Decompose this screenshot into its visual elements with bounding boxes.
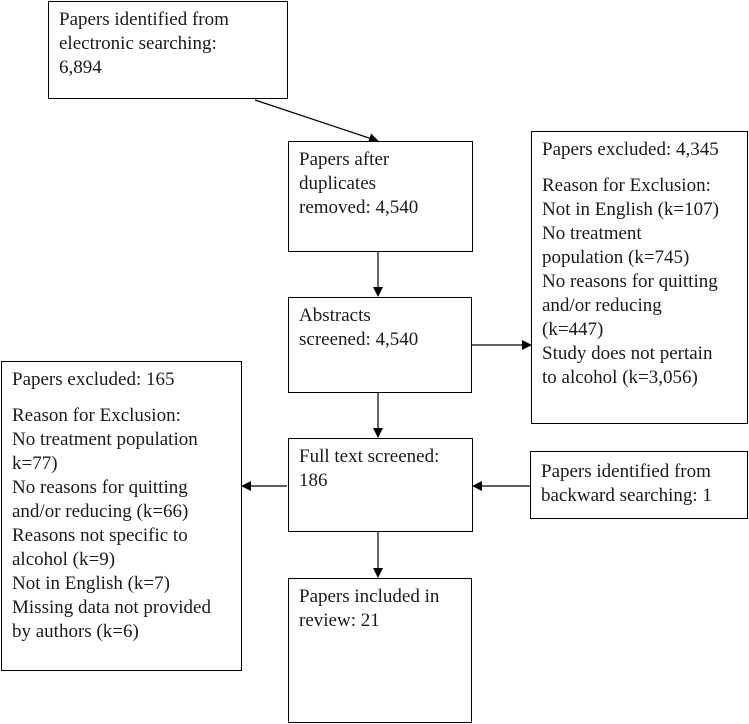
box-line: No treatment population <box>12 429 198 450</box>
box-line: 186 <box>299 470 328 491</box>
box-line: alcohol (k=9) <box>12 549 116 570</box>
excluded-abstracts-box: Papers excluded: 4,345 Reason for Exclus… <box>531 131 748 424</box>
box-line: duplicates <box>299 173 377 194</box>
backward-searching-box: Papers identified from backward searchin… <box>530 451 748 519</box>
box-line: and/or reducing <box>542 295 662 316</box>
box-line: Not in English (k=107) <box>542 199 719 220</box>
excluded-fulltext-title: Papers excluded: 165 <box>12 369 175 390</box>
box-line: Papers after <box>299 149 390 170</box>
box-line: Papers identified from <box>59 9 229 30</box>
box-line: Full text screened: <box>299 446 440 467</box>
box-line: No reasons for quitting <box>12 477 188 498</box>
box-line: by authors (k=6) <box>12 621 139 642</box>
box-line: screened: 4,540 <box>299 329 419 350</box>
box-line: Reason for Exclusion: <box>12 405 181 426</box>
box-line: 6,894 <box>59 57 102 78</box>
included-box: Papers included in review: 21 <box>288 578 472 723</box>
spacer <box>542 162 737 174</box>
box-line: Missing data not provided <box>12 597 211 618</box>
box-line: Not in English (k=7) <box>12 573 170 594</box>
box-line: backward searching: 1 <box>541 485 712 506</box>
box-line: Papers included in <box>299 586 440 607</box>
box-line: k=77) <box>12 453 58 474</box>
box-line: (k=447) <box>542 319 604 340</box>
box-line: Reason for Exclusion: <box>542 175 711 196</box>
excluded-fulltext-box: Papers excluded: 165 Reason for Exclusio… <box>1 361 242 671</box>
box-line: to alcohol (k=3,056) <box>542 367 698 388</box>
box-line: removed: 4,540 <box>299 197 419 218</box>
spacer <box>12 392 231 404</box>
excluded-abstracts-title: Papers excluded: 4,345 <box>542 139 719 160</box>
arrow-identified-to-duplicates <box>254 99 379 143</box>
full-text-screened-box: Full text screened: 186 <box>288 438 473 532</box>
box-line: Study does not pertain <box>542 343 713 364</box>
box-line: review: 21 <box>299 610 380 631</box>
box-line: and/or reducing (k=66) <box>12 501 189 522</box>
box-line: No reasons for quitting <box>542 271 718 292</box>
identified-electronic-box: Papers identified from electronic search… <box>48 1 288 99</box>
box-line: Papers identified from <box>541 461 711 482</box>
box-line: Reasons not specific to <box>12 525 188 546</box>
box-line: Abstracts <box>299 305 371 326</box>
after-duplicates-box: Papers after duplicates removed: 4,540 <box>288 141 473 252</box>
box-line: population (k=745) <box>542 247 690 268</box>
box-line: electronic searching: <box>59 33 217 54</box>
box-line: No treatment <box>542 223 642 244</box>
abstracts-screened-box: Abstracts screened: 4,540 <box>288 297 472 393</box>
